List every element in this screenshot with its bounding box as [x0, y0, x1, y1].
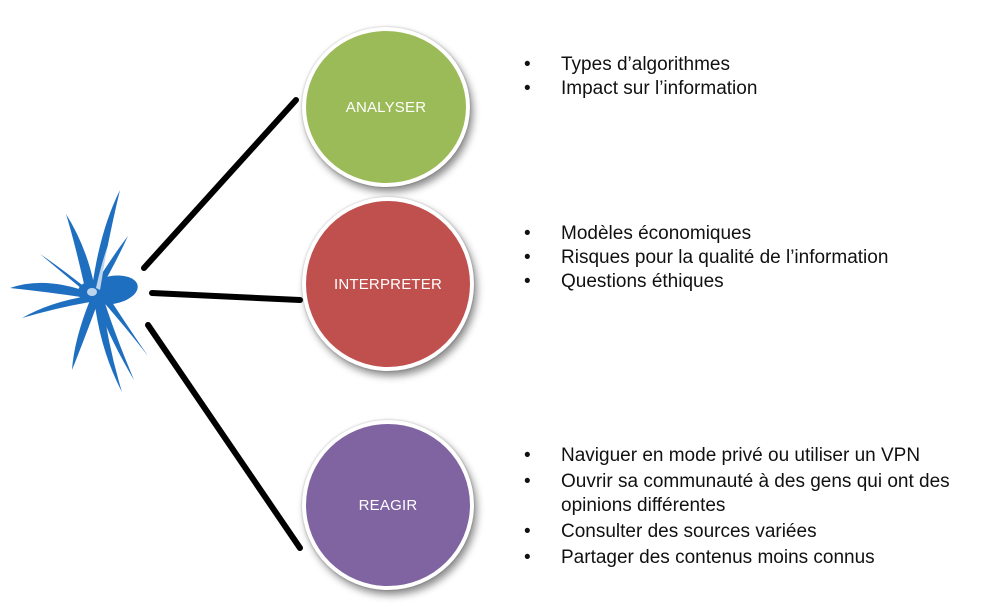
list-item-text: Impact sur l’information	[561, 78, 758, 99]
list-item-text: Consulter des sources variées	[561, 521, 817, 542]
list-item: • Types d’algorithmes	[520, 53, 980, 77]
list-item-text: Naviguer en mode privé ou utiliser un VP…	[561, 445, 921, 466]
interpreter-node: INTERPRETER	[302, 197, 474, 371]
bullet-icon: •	[524, 223, 531, 244]
interpreter-bullet-list: • Modèles économiques • Risques pour la qu…	[520, 222, 990, 294]
list-item: • Naviguer en mode privé ou utiliser un V…	[520, 444, 990, 468]
analyser-label: ANALYSER	[345, 98, 427, 116]
bullet-icon: •	[524, 521, 531, 542]
interpreter-label: INTERPRETER	[333, 275, 443, 293]
list-item-text: Partager des contenus moins connus	[561, 547, 875, 568]
reagir-node: REAGIR	[302, 420, 474, 590]
bullet-icon: •	[524, 271, 531, 292]
list-item-text: Risques pour la qualité de l’information	[561, 247, 889, 268]
analyser-node: ANALYSER	[302, 27, 470, 187]
bullet-icon: •	[524, 445, 531, 466]
bullet-icon: •	[524, 547, 531, 568]
connector-analyser	[141, 97, 299, 271]
list-item-text: Modèles économiques	[561, 223, 752, 244]
list-item: • Questions éthiques	[520, 270, 990, 294]
list-item: • Consulter des sources variées	[520, 520, 990, 544]
bullet-icon: •	[524, 247, 531, 268]
list-item: • Risques pour la qualité de l’informatio…	[520, 246, 990, 270]
list-item: • Partager des contenus moins connus	[520, 546, 990, 570]
list-item: • Impact sur l’information	[520, 77, 980, 101]
list-item: • Ouvrir sa communauté à des gens qui ont…	[520, 470, 990, 518]
bullet-icon: •	[524, 471, 531, 492]
reagir-label: REAGIR	[358, 496, 418, 514]
blue-starburst-logo-icon	[10, 190, 148, 392]
connector-interpreter	[149, 290, 303, 303]
connector-reagir	[145, 322, 303, 551]
bullet-icon: •	[524, 78, 531, 99]
bullet-icon: •	[524, 54, 531, 75]
list-item-text: Types d’algorithmes	[561, 54, 730, 75]
reagir-bullet-list: • Naviguer en mode privé ou utiliser un V…	[520, 444, 990, 572]
list-item: • Modèles économiques	[520, 222, 990, 246]
list-item-text: Questions éthiques	[561, 271, 724, 292]
list-item-text: Ouvrir sa communauté à des gens qui ont …	[561, 471, 950, 516]
analyser-bullet-list: • Types d’algorithmes • Impact sur l’infor…	[520, 53, 980, 101]
